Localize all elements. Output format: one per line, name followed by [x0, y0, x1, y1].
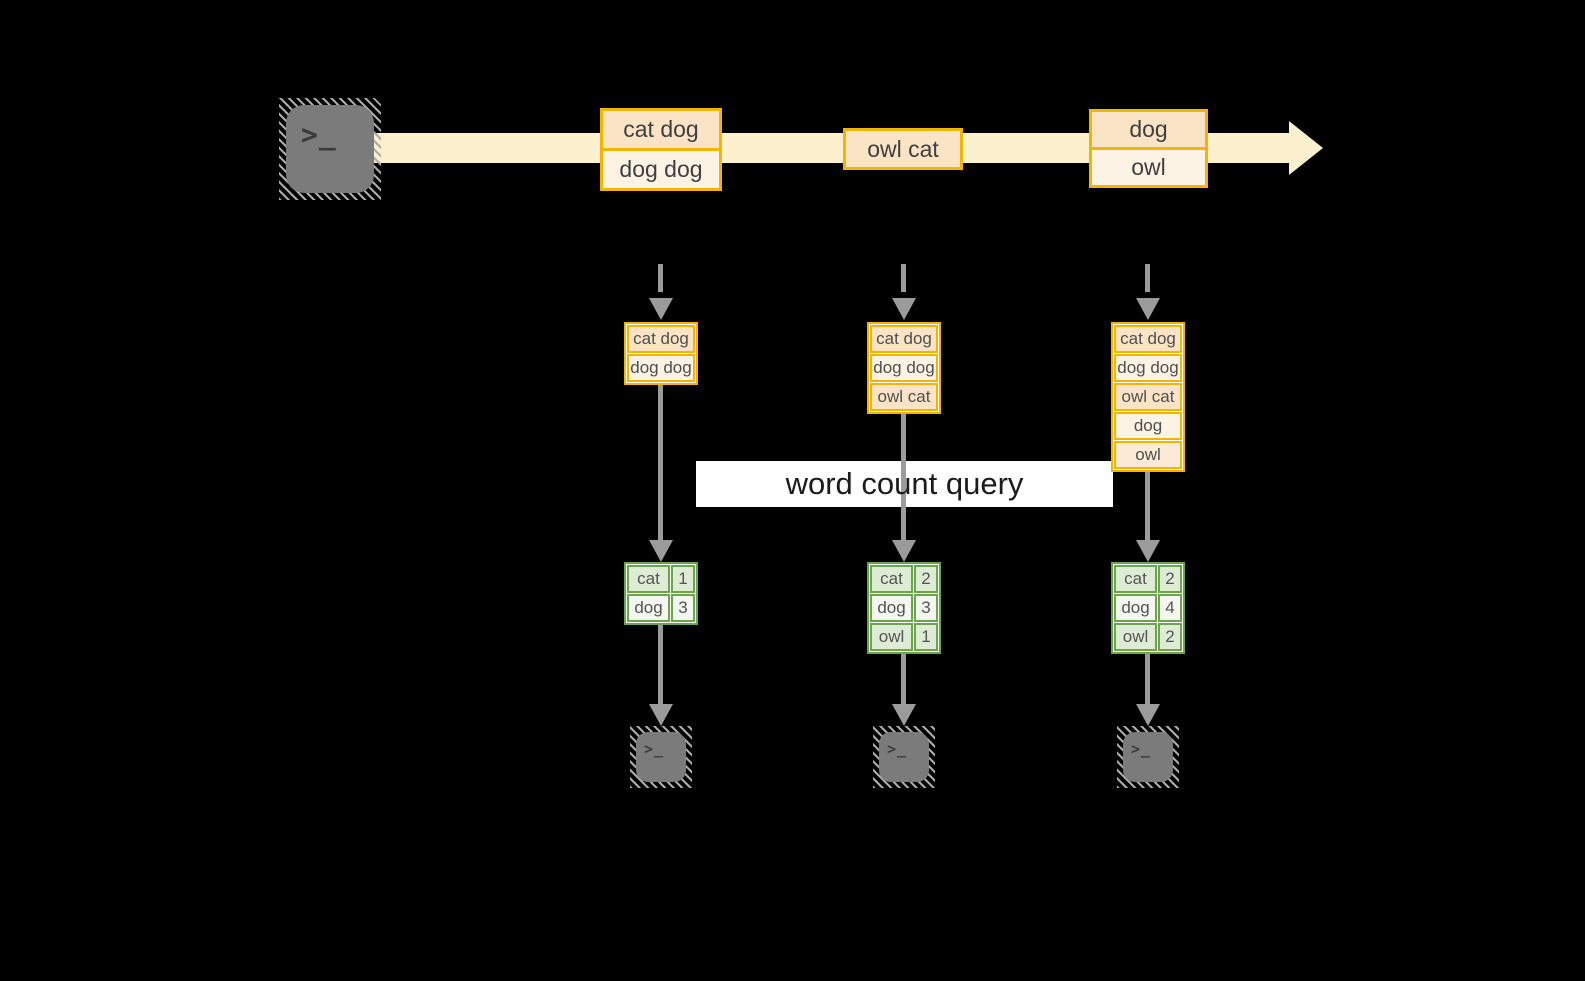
- state-row: cat dog: [627, 325, 695, 353]
- word-cell: dog: [627, 594, 670, 622]
- stream-event-row: dog dog: [603, 148, 719, 188]
- word-count-table: cat 1 dog 3: [624, 562, 698, 625]
- terminal-prompt-icon: >_: [301, 118, 337, 151]
- stream-event-box: owl cat: [843, 128, 963, 170]
- stream-arrowhead-icon: [1289, 121, 1323, 175]
- stream-event-row: cat dog: [603, 111, 719, 148]
- arrow-line: [1145, 472, 1150, 542]
- table-row: dog 3: [870, 594, 938, 622]
- source-terminal-icon: [286, 105, 374, 193]
- dashed-arrow-line: [901, 264, 906, 292]
- arrow-line: [658, 385, 663, 542]
- stream-event-box: dog owl: [1089, 109, 1208, 188]
- word-cell: cat: [627, 565, 670, 593]
- count-cell: 4: [1158, 594, 1182, 622]
- word-cell: dog: [870, 594, 913, 622]
- down-arrow-icon: [892, 540, 916, 562]
- count-cell: 2: [914, 565, 938, 593]
- state-row: dog dog: [1114, 354, 1182, 382]
- stream-event-row: owl cat: [846, 131, 960, 167]
- query-label: word count query: [785, 466, 1024, 501]
- dashed-arrow-line: [658, 264, 663, 292]
- sink-terminal-icon: [1123, 732, 1173, 782]
- count-cell: 1: [671, 565, 695, 593]
- word-cell: owl: [1114, 623, 1157, 651]
- down-arrow-icon: [649, 540, 673, 562]
- down-arrow-icon: [1136, 298, 1160, 320]
- count-cell: 3: [671, 594, 695, 622]
- dashed-arrow-line: [1145, 264, 1150, 292]
- word-cell: cat: [870, 565, 913, 593]
- terminal-prompt-icon: >_: [887, 740, 908, 758]
- state-row: dog dog: [627, 354, 695, 382]
- table-row: owl 1: [870, 623, 938, 651]
- stream-event-row: owl: [1092, 147, 1205, 185]
- stream-event-row: dog: [1092, 112, 1205, 147]
- state-row: dog: [1114, 412, 1182, 440]
- state-row: cat dog: [870, 325, 938, 353]
- word-count-table: cat 2 dog 4 owl 2: [1111, 562, 1185, 654]
- state-box: cat dog dog dog owl cat dog owl: [1111, 322, 1185, 472]
- arrow-line: [901, 414, 906, 542]
- arrow-line: [901, 654, 906, 706]
- count-cell: 1: [914, 623, 938, 651]
- table-row: cat 1: [627, 565, 695, 593]
- state-row: owl: [1114, 441, 1182, 469]
- down-arrow-icon: [649, 704, 673, 726]
- state-row: owl cat: [870, 383, 938, 411]
- table-row: cat 2: [1114, 565, 1182, 593]
- sink-terminal-icon: [636, 732, 686, 782]
- terminal-prompt-icon: >_: [644, 740, 665, 758]
- table-row: dog 3: [627, 594, 695, 622]
- state-box: cat dog dog dog owl cat: [867, 322, 941, 414]
- count-cell: 3: [914, 594, 938, 622]
- table-row: cat 2: [870, 565, 938, 593]
- table-row: dog 4: [1114, 594, 1182, 622]
- word-cell: cat: [1114, 565, 1157, 593]
- state-row: cat dog: [1114, 325, 1182, 353]
- count-cell: 2: [1158, 623, 1182, 651]
- word-cell: owl: [870, 623, 913, 651]
- down-arrow-icon: [892, 704, 916, 726]
- state-row: dog dog: [870, 354, 938, 382]
- word-count-table: cat 2 dog 3 owl 1: [867, 562, 941, 654]
- sink-terminal-icon: [879, 732, 929, 782]
- down-arrow-icon: [1136, 704, 1160, 726]
- arrow-line: [1145, 654, 1150, 706]
- arrow-line: [658, 625, 663, 706]
- down-arrow-icon: [892, 298, 916, 320]
- stream-event-box: cat dog dog dog: [600, 108, 722, 191]
- down-arrow-icon: [649, 298, 673, 320]
- state-row: owl cat: [1114, 383, 1182, 411]
- table-row: owl 2: [1114, 623, 1182, 651]
- word-cell: dog: [1114, 594, 1157, 622]
- state-box: cat dog dog dog: [624, 322, 698, 385]
- count-cell: 2: [1158, 565, 1182, 593]
- down-arrow-icon: [1136, 540, 1160, 562]
- terminal-prompt-icon: >_: [1131, 740, 1152, 758]
